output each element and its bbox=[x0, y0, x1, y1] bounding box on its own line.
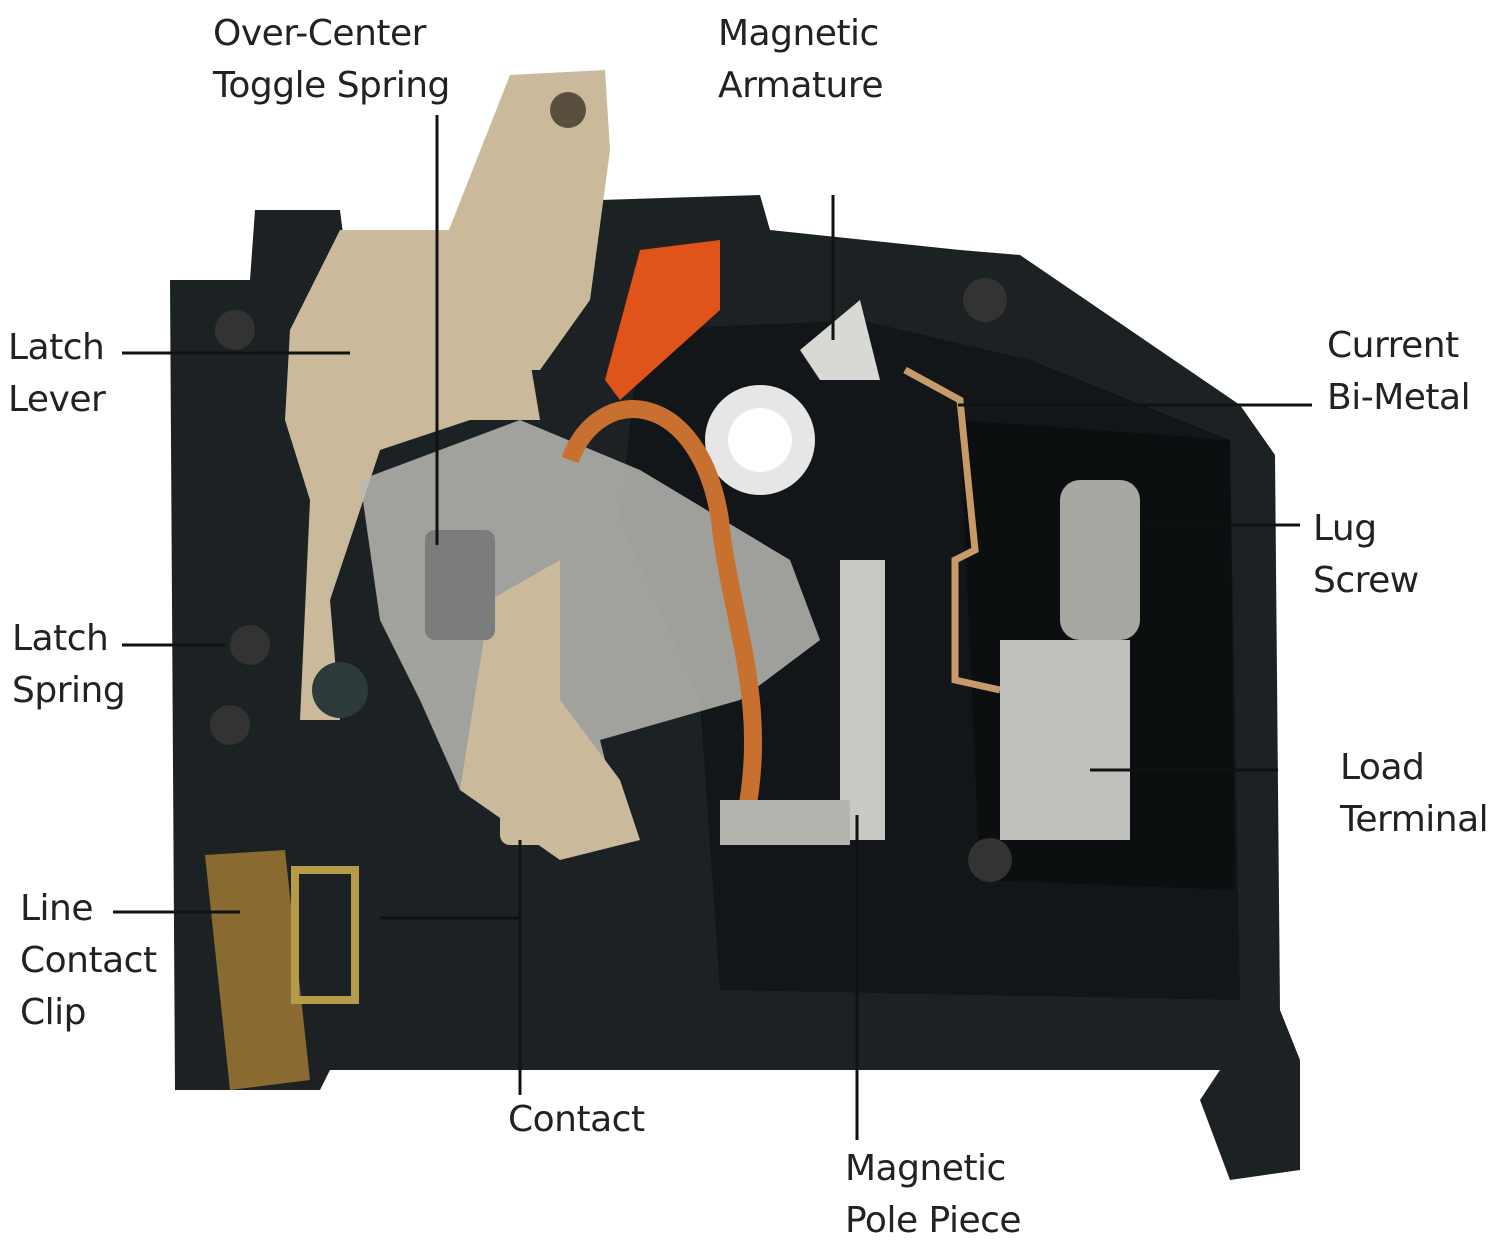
leader-lines bbox=[113, 115, 1312, 1140]
label-line: Pole Piece bbox=[845, 1200, 1022, 1241]
load-terminal bbox=[1000, 640, 1130, 840]
label-line: Magnetic bbox=[718, 13, 879, 54]
label-line: Contact bbox=[20, 940, 157, 981]
label-line: Terminal bbox=[1340, 799, 1489, 840]
toggle-spring bbox=[425, 530, 495, 640]
housing-hole bbox=[230, 625, 270, 665]
label-current-bi-metal: Current Bi-Metal bbox=[1327, 320, 1471, 424]
label-latch-spring: Latch Spring bbox=[12, 613, 126, 717]
label-load-terminal: Load Terminal bbox=[1340, 742, 1489, 846]
label-line: Latch bbox=[8, 327, 105, 368]
label-line: Load bbox=[1340, 747, 1425, 788]
label-line: Current bbox=[1327, 325, 1459, 366]
label-line: Line bbox=[20, 888, 94, 929]
label-line: Bi-Metal bbox=[1327, 377, 1471, 418]
leader-contact bbox=[380, 840, 522, 1095]
label-line-contact-clip: Line Contact Clip bbox=[20, 883, 157, 1039]
label-lug-screw: Lug Screw bbox=[1313, 503, 1419, 607]
label-over-center-toggle-spring: Over-Center Toggle Spring bbox=[213, 8, 450, 112]
label-line: Spring bbox=[12, 670, 126, 711]
housing-hole bbox=[210, 705, 250, 745]
label-line: Lug bbox=[1313, 508, 1377, 549]
label-line: Latch bbox=[12, 618, 109, 659]
armature bbox=[800, 300, 880, 380]
contact-point bbox=[500, 790, 620, 845]
label-line: Lever bbox=[8, 379, 106, 420]
pole-piece bbox=[840, 560, 885, 840]
contact-bracket bbox=[291, 866, 359, 1004]
bi-metal-strip bbox=[903, 366, 1001, 694]
label-line: Screw bbox=[1313, 560, 1419, 601]
label-line: Over-Center bbox=[213, 13, 426, 54]
label-magnetic-armature: Magnetic Armature bbox=[718, 8, 884, 112]
label-line: Clip bbox=[20, 992, 86, 1033]
line-contact-clip bbox=[205, 850, 310, 1090]
lug-screw bbox=[1060, 480, 1140, 640]
contact-arm bbox=[460, 560, 640, 860]
label-line: Toggle Spring bbox=[213, 65, 450, 106]
label-line: Contact bbox=[508, 1099, 645, 1140]
label-magnetic-pole-piece: Magnetic Pole Piece bbox=[845, 1143, 1022, 1247]
label-line: Magnetic bbox=[845, 1148, 1006, 1189]
housing-hole bbox=[968, 838, 1012, 882]
label-latch-lever: Latch Lever bbox=[8, 322, 106, 426]
orange-flag bbox=[605, 240, 720, 400]
housing-hole bbox=[215, 310, 255, 350]
housing-hole bbox=[963, 278, 1007, 322]
label-contact: Contact bbox=[508, 1094, 645, 1146]
label-line: Armature bbox=[718, 65, 884, 106]
braided-copper bbox=[561, 400, 763, 822]
